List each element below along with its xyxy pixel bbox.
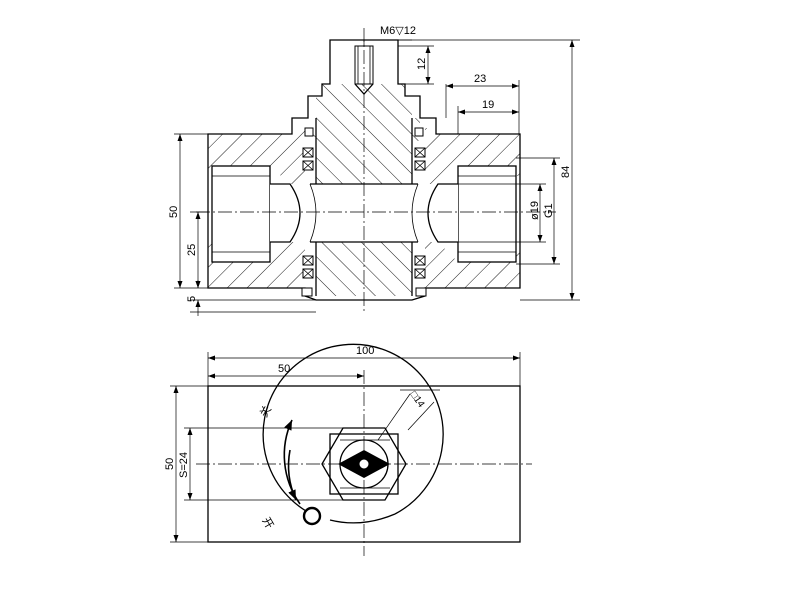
dim-5-label: 5 (186, 296, 198, 302)
top-dimensions: 100 50 □14 50 S=24 (164, 345, 521, 543)
dim-50-front-label: 50 (168, 206, 180, 218)
outlet-port (457, 165, 517, 263)
thread-callout-label: M6▽12 (380, 25, 416, 37)
dim-100-label: 100 (356, 345, 374, 357)
dim-g1-label: G1 (543, 203, 555, 218)
dim-23-label: 23 (474, 73, 486, 85)
dim-25-label: 25 (186, 244, 198, 256)
front-section-view: M6▽12 12 23 19 84 G1 (168, 25, 580, 316)
dim-hex-label: S=24 (178, 452, 190, 478)
handle-knob (302, 506, 322, 526)
dim-bore-label: ø19 (529, 201, 541, 220)
rotation-indicator: 关 开 (256, 403, 322, 532)
dim-square-label: □14 (408, 389, 427, 410)
dim-84-label: 84 (560, 166, 572, 178)
front-dimensions: M6▽12 12 23 19 84 G1 (168, 25, 580, 316)
dim-12-label: 12 (416, 58, 428, 70)
dim-50-top-label: 50 (278, 363, 290, 375)
handle-disc (262, 343, 444, 519)
square-stem (338, 393, 411, 478)
open-label: 开 (259, 516, 275, 532)
o-ring-seals (301, 127, 427, 297)
inlet-port (211, 165, 271, 263)
dim-19-label: 19 (482, 99, 494, 111)
close-label: 关 (256, 403, 274, 420)
dim-50-side-label: 50 (164, 458, 176, 470)
top-view: 关 开 100 50 □14 50 S=24 (164, 343, 532, 556)
valve-body-outline (207, 39, 521, 301)
